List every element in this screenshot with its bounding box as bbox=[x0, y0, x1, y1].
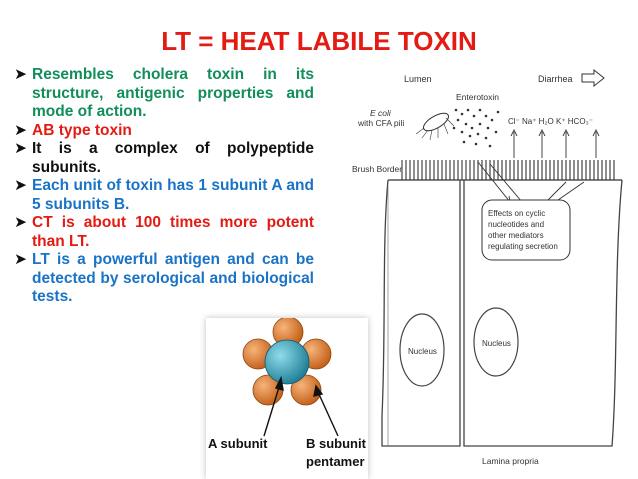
ion-arrows bbox=[510, 128, 600, 158]
effects-line: nucleotides and bbox=[488, 220, 544, 229]
ecoli-bacterium-icon bbox=[415, 112, 455, 141]
diarrhea-label: Diarrhea bbox=[538, 74, 573, 84]
enterotoxin-label: Enterotoxin bbox=[456, 92, 499, 102]
arrow-bullet-icon: ➤ bbox=[14, 177, 27, 194]
a-subunit-label: A subunit bbox=[208, 436, 268, 451]
slide-title: LT = HEAT LABILE TOXIN bbox=[161, 26, 477, 56]
bullet-text: It is a complex of polypeptide subunits. bbox=[32, 140, 314, 176]
toxin-particles bbox=[452, 108, 500, 148]
effects-line: other mediators bbox=[488, 231, 544, 240]
b-subunit bbox=[290, 374, 322, 406]
diarrhea-arrow-icon bbox=[581, 68, 605, 88]
arrow-bullet-icon: ➤ bbox=[14, 251, 27, 268]
left-cell-outline bbox=[381, 179, 461, 447]
arrow-bullet-icon: ➤ bbox=[14, 66, 27, 83]
nucleus-left-label: Nucleus bbox=[408, 347, 437, 356]
pointer-arrows bbox=[263, 375, 339, 437]
bullet-item: ➤ AB type toxin bbox=[14, 122, 314, 141]
effects-line: regulating secretion bbox=[488, 242, 558, 251]
a-subunit bbox=[264, 339, 310, 385]
bullet-item: ➤ It is a complex of polypeptide subunits… bbox=[14, 140, 314, 177]
nucleus-right bbox=[473, 307, 519, 377]
bullet-text: Each unit of toxin has 1 subunit A and 5… bbox=[32, 177, 314, 213]
bullet-item: ➤ Resembles cholera toxin in its structur… bbox=[14, 66, 314, 122]
ions-label: Cl⁻ Na⁺ H₂O K⁺ HCO₃⁻ bbox=[508, 117, 593, 126]
effects-line: Effects on cyclic bbox=[488, 209, 545, 218]
toxin-entry-arrows bbox=[477, 161, 523, 203]
nucleus-left bbox=[399, 313, 445, 387]
bullet-text: CT is about 100 times more potent than L… bbox=[32, 214, 314, 250]
effects-box bbox=[481, 199, 571, 261]
bullet-text: LT is a powerful antigen and can be dete… bbox=[32, 251, 314, 305]
arrow-bullet-icon: ➤ bbox=[14, 214, 27, 231]
brush-border-microvilli bbox=[401, 160, 615, 180]
effects-arrows bbox=[547, 181, 585, 201]
lumen-label: Lumen bbox=[404, 74, 432, 84]
brush-border-label: Brush Border bbox=[352, 164, 402, 174]
right-cell-outline bbox=[463, 179, 623, 447]
bullet-item: ➤ LT is a powerful antigen and can be det… bbox=[14, 251, 314, 307]
bullet-list: ➤ Resembles cholera toxin in its structur… bbox=[14, 66, 314, 307]
ecoli-label: E coli bbox=[370, 108, 392, 118]
bullet-text: Resembles cholera toxin in its structure… bbox=[32, 66, 314, 120]
intestinal-cell-diagram: Lumen Diarrhea E coli with CFA pili Ente… bbox=[352, 68, 623, 466]
arrow-bullet-icon: ➤ bbox=[14, 121, 27, 139]
ecoli-cfa-label: with CFA pili bbox=[357, 118, 404, 128]
arrow-bullet-icon: ➤ bbox=[14, 140, 27, 157]
bullet-text: AB type toxin bbox=[32, 121, 132, 139]
b-subunit-label: B subunit bbox=[306, 436, 367, 451]
b-subunit-pentamer-label: pentamer bbox=[306, 454, 365, 469]
lamina-propria-label: Lamina propria bbox=[482, 456, 539, 466]
toxin-structure-figure: A subunit B subunit pentamer bbox=[206, 318, 368, 479]
bullet-item: ➤ CT is about 100 times more potent than … bbox=[14, 214, 314, 251]
bullet-item: ➤ Each unit of toxin has 1 subunit A and … bbox=[14, 177, 314, 214]
nucleus-right-label: Nucleus bbox=[482, 339, 511, 348]
